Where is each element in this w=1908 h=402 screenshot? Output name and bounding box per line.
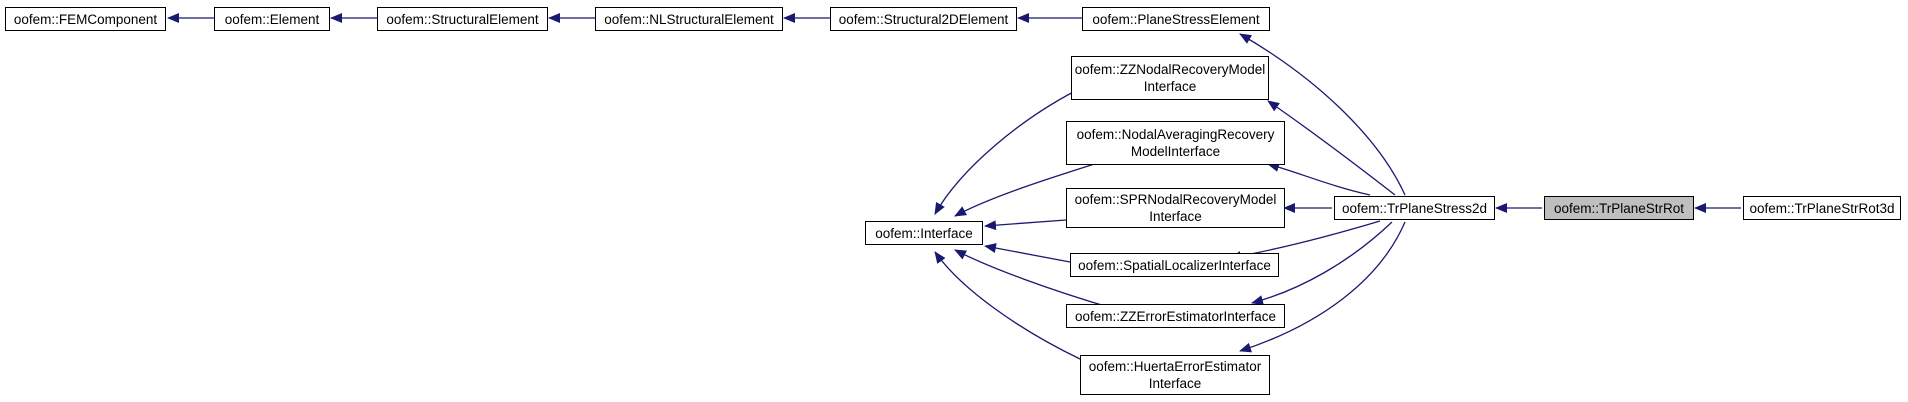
node-zz-nodal-recovery-interface[interactable]: oofem::ZZNodalRecoveryModel Interface xyxy=(1071,56,1269,100)
edge-trplanestress2d-to-zzerror xyxy=(1251,221,1393,305)
node-tr-plane-str-rot-3d[interactable]: oofem::TrPlaneStrRot3d xyxy=(1743,196,1901,220)
edge-zzerror-to-interface xyxy=(954,249,1116,310)
node-interface[interactable]: oofem::Interface xyxy=(865,221,983,245)
edge-huerta-to-interface xyxy=(934,251,1081,360)
edge-trplanestress2d-to-huerta xyxy=(1239,221,1406,353)
node-zz-error-estimator-interface[interactable]: oofem::ZZErrorEstimatorInterface xyxy=(1066,304,1285,328)
node-spr-nodal-recovery-interface[interactable]: oofem::SPRNodalRecoveryModel Interface xyxy=(1066,188,1285,228)
edge-spr-to-interface xyxy=(984,219,1067,231)
node-element[interactable]: oofem::Element xyxy=(214,7,330,31)
edge-trplanestress2d-to-nodalaveraging xyxy=(1267,162,1371,196)
edge-trplanestress2d-to-zznodal xyxy=(1267,100,1396,196)
node-fem-component[interactable]: oofem::FEMComponent xyxy=(5,7,166,31)
node-nl-structural-element[interactable]: oofem::NLStructuralElement xyxy=(595,7,783,31)
node-tr-plane-stress-2d[interactable]: oofem::TrPlaneStress2d xyxy=(1334,196,1495,220)
node-tr-plane-str-rot[interactable]: oofem::TrPlaneStrRot xyxy=(1544,196,1694,220)
edge-spatial-to-interface xyxy=(984,243,1071,263)
node-nodal-averaging-recovery-interface[interactable]: oofem::NodalAveragingRecovery ModelInter… xyxy=(1066,121,1285,165)
node-huerta-error-estimator-interface[interactable]: oofem::HuertaErrorEstimator Interface xyxy=(1080,355,1270,395)
node-structural-2d-element[interactable]: oofem::Structural2DElement xyxy=(830,7,1017,31)
node-plane-stress-element[interactable]: oofem::PlaneStressElement xyxy=(1082,7,1270,31)
node-structural-element[interactable]: oofem::StructuralElement xyxy=(377,7,548,31)
node-spatial-localizer-interface[interactable]: oofem::SpatialLocalizerInterface xyxy=(1070,253,1279,277)
edge-nodalaveraging-to-interface xyxy=(954,160,1105,217)
edge-zznodal-to-interface xyxy=(934,85,1086,215)
edge-trplanestress2d-to-planestresselement xyxy=(1239,33,1406,196)
